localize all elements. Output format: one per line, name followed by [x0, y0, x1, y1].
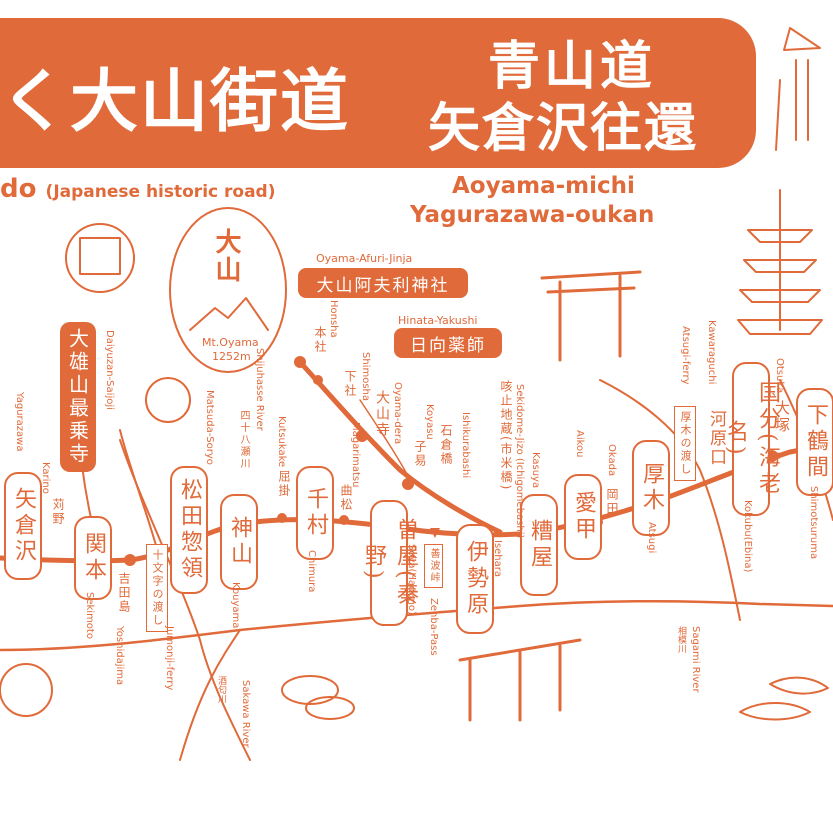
saijoji-english: Daiyuzan-Saijoji [104, 330, 115, 410]
station-matsuda-soryo-en: Matsuda-Soryo [204, 390, 215, 465]
river-sagami: 相模川 [676, 626, 686, 653]
mountain-kanji: 大山 [211, 228, 241, 284]
ferry-jumonji: 十文字の渡し [146, 544, 168, 632]
ferry-road [359, 399, 411, 481]
place-okada-en: Okada [606, 444, 617, 477]
station-isehara-en: Isehara [492, 540, 503, 578]
sagami-river [599, 379, 741, 621]
river-sakawa-en: Sakawa River [240, 680, 251, 748]
station-sekimoto-en: Sekimoto [84, 592, 95, 639]
place-otsuka-en: Otsuka [774, 358, 785, 394]
place-magarimatsu-en: Magarimatsu [350, 422, 361, 488]
place-koyasu: 子易 [413, 440, 427, 468]
english-yagurazawa-oukan: Yagurazawa-oukan [410, 202, 655, 228]
station-isehara: 伊勢原 [456, 524, 494, 634]
place-kutsukake-en: Kutsukake [276, 416, 287, 468]
place-honsha: 本社 [313, 326, 327, 354]
fish-icon [739, 702, 811, 721]
station-atsugi-en: Atsugi [646, 522, 657, 554]
title-banner [0, 18, 756, 168]
title-main: く大山街道 [0, 62, 351, 142]
station-chimura-en: Chimura [306, 550, 317, 593]
river-sagami-en: Sagami River [690, 626, 701, 693]
place-yoshidajima-en: Yoshidajima [114, 626, 125, 686]
place-magarimatsu: 曲松 [339, 484, 353, 512]
afuri-shrine-label: 大山阿夫利神社 [298, 268, 468, 298]
pagoda-icon [737, 189, 823, 335]
hinata-english: Hinata-Yakushi [398, 314, 478, 327]
station-aikou: 愛甲 [564, 474, 602, 560]
english-aoyama-michi: Aoyama-michi [452, 173, 635, 199]
station-atsugi: 厚木 [632, 440, 670, 536]
road-southwest [179, 629, 241, 761]
station-soya-hadano-en: Soya(Hadano) [406, 544, 417, 615]
place-honsha-en: Honsha [328, 300, 339, 338]
station-kouyama: 神山 [220, 494, 258, 590]
station-soya-hadano: 曽屋(秦野) [361, 500, 418, 626]
bear-icon [0, 663, 53, 717]
station-yagurazawa: 矢倉沢 [4, 472, 42, 580]
place-ishikurabashi-en: Ishikurabashi [460, 412, 471, 479]
place-ishikurabashi: 石倉橋 [439, 424, 453, 466]
afuri-english: Oyama-Afuri-Jinja [316, 252, 413, 265]
station-kouyama-en: Kouyama [230, 582, 241, 629]
place-shijuhasse-en: Shijuhasse River [254, 348, 265, 431]
place-shijuhasse: 四十八瀬川 [238, 410, 249, 470]
station-sekimoto: 関本 [74, 516, 112, 600]
station-shimotsuruma-en: Shimotsuruma [808, 486, 819, 560]
river-sakawa: 酒匂川 [216, 676, 226, 703]
place-oyama-dera: 大山寺 [374, 390, 390, 438]
station-shimotsuruma: 下鶴間 [796, 388, 833, 496]
mountain-name: Mt.Oyama [202, 336, 259, 349]
place-zenba-pass-en: Zenba-Pass [428, 598, 439, 656]
traveler-icon [775, 27, 821, 151]
station-kokubu-ebina: 国分(海老名) [723, 362, 780, 516]
mountain-oval [169, 207, 287, 373]
place-shimosha: 下社 [343, 370, 357, 398]
ferry-atsugi-en: Atsugi-ferry [680, 326, 691, 385]
place-sekidome-jizo: 咳止地蔵(市米橋) [499, 380, 513, 492]
english-left-word: do [0, 174, 37, 204]
title-aoyama-michi: 青山道 [488, 36, 657, 97]
title-yagurazawa-oukan: 矢倉沢往還 [428, 98, 699, 159]
place-okada: 岡田 [605, 488, 619, 516]
place-kutsukake: 屈掛 [277, 470, 291, 498]
station-kokubu-ebina-en: Kokubu(Ebina) [742, 500, 753, 573]
place-shimosha-en: Shimosha [360, 352, 371, 401]
tea-bowl-icon [145, 377, 191, 423]
english-left-sub: (Japanese historic road) [45, 182, 276, 202]
place-kawaraguchi-en: Kawaraguchi [706, 320, 717, 385]
station-chimura: 千村 [296, 466, 334, 560]
station-matsuda-soryo: 松田惣領 [170, 466, 208, 594]
peanut-icon [281, 675, 339, 705]
place-otsuka: 大塚 [773, 400, 791, 434]
pilgrims-icon [458, 638, 582, 722]
place-zenba-pass: 善波峠 [424, 544, 443, 588]
hinata-yakushi-label: 日向薬師 [394, 328, 502, 358]
place-karino-en: Karino [40, 462, 51, 494]
mountain-elevation: 1252m [212, 350, 251, 363]
place-kawaraguchi: 河原口 [706, 410, 726, 467]
sakawa-river [119, 439, 251, 761]
oyama-road [297, 359, 503, 535]
place-oyama-dera-en: Oyama-dera [392, 382, 403, 445]
station-aikou-en: Aikou [574, 430, 585, 458]
place-karino: 苅野 [51, 498, 65, 526]
place-sekidome-jizo-en: Sekidome-Jizo (Ichigomebashi) [514, 384, 525, 539]
place-koyasu-en: Koyasu [424, 404, 435, 440]
station-kasuya-en: Kasuya [530, 452, 541, 489]
saijoji-label: 大雄山最乗寺 [60, 322, 96, 472]
tofu-plate-icon [65, 223, 135, 293]
english-subtitle-left: do (Japanese historic road) [0, 174, 276, 204]
mountain-peak-icon [189, 297, 269, 331]
station-kasuya: 糟屋 [520, 494, 558, 596]
torii-gate-icon [540, 270, 642, 362]
station-yagurazawa-en: Yagurazawa [14, 392, 25, 452]
ferry-atsugi: 厚木の渡し [674, 406, 696, 481]
place-yoshidajima: 吉田島 [117, 572, 131, 614]
ferry-jumonji-en: Jumonji-ferry [164, 626, 175, 691]
